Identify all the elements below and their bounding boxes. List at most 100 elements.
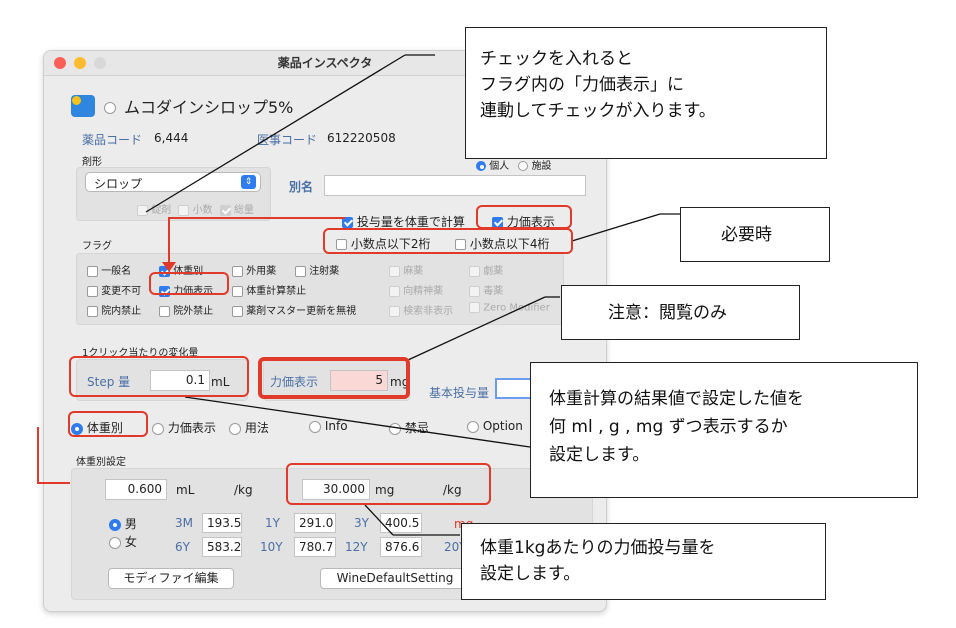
tab-usage-radio[interactable] <box>229 422 241 435</box>
leader-line <box>407 296 546 361</box>
flag-checkbox[interactable] <box>469 265 480 277</box>
flag-checkbox[interactable] <box>232 305 243 317</box>
age-label: 20Y <box>444 540 467 554</box>
drug-select-radio[interactable] <box>104 101 116 114</box>
drug-code-label: 薬品コード <box>82 133 143 147</box>
tab-weight-radio[interactable] <box>71 422 83 435</box>
tab-option-radio[interactable] <box>467 420 479 433</box>
flag-ignore-master-update: 薬剤マスター更新を無視 <box>232 302 356 317</box>
target-individual-radio[interactable] <box>476 161 486 171</box>
flag-checkbox[interactable] <box>87 305 98 317</box>
flag-powerful: 劇薬 <box>469 262 503 277</box>
highlight-decimals <box>323 228 573 254</box>
highlight-flag-potency <box>149 272 229 295</box>
red-arrow-line <box>168 217 345 265</box>
decimal4-checkbox[interactable] <box>455 239 466 250</box>
age-label: 3M <box>175 516 193 530</box>
flag-checkbox[interactable] <box>295 265 306 277</box>
yellow-dot-icon <box>72 96 81 105</box>
close-button[interactable] <box>54 57 66 69</box>
flag-checkbox[interactable] <box>469 285 480 297</box>
flag-checkbox[interactable] <box>232 285 243 297</box>
base-dose-label: 基本投与量 <box>429 386 490 400</box>
flag-checkbox[interactable] <box>159 305 170 317</box>
age-dose-input[interactable]: 583.2 <box>202 537 242 557</box>
flag-no-weight-calc: 体重計算禁止 <box>232 282 306 297</box>
tab-info-radio[interactable] <box>309 420 321 433</box>
drug-name: ムコダインシロップ5% <box>124 98 294 117</box>
age-dose-input[interactable]: 780.7 <box>294 537 336 557</box>
weight-calc-checkbox[interactable] <box>342 217 353 228</box>
age-label: 12Y <box>345 540 368 554</box>
weight-ml-input[interactable]: 0.600 <box>105 479 167 500</box>
weight-ml-per-kg: /kg <box>234 483 253 497</box>
tab-option[interactable]: Option <box>467 419 523 433</box>
highlight-potency <box>476 205 572 229</box>
weight-ml-unit: mL <box>176 483 195 497</box>
form-options: 錠剤 小数 総量 <box>137 201 254 216</box>
highlight-weight-tab <box>68 411 148 437</box>
flag-zero-modifier: Zero Modifier <box>469 302 550 314</box>
tab-potency[interactable]: 力価表示 <box>152 419 216 436</box>
zoom-button[interactable] <box>94 57 106 69</box>
age-dose-input[interactable]: 400.5 <box>380 513 422 533</box>
flag-checkbox[interactable] <box>389 265 400 277</box>
form-option-checkbox[interactable] <box>178 204 190 216</box>
form-option-checkbox[interactable] <box>219 204 231 216</box>
tab-info[interactable]: Info <box>309 419 348 433</box>
step-group: Step 量 0.1 mL <box>76 359 248 401</box>
step-input[interactable]: 0.1 <box>150 370 210 391</box>
flag-checkbox[interactable] <box>87 285 98 297</box>
sex-female[interactable]: 女 <box>109 533 137 550</box>
flag-checkbox[interactable] <box>469 302 480 313</box>
target-facility-radio[interactable] <box>518 161 529 171</box>
age-dose-input[interactable]: 291.0 <box>294 513 336 533</box>
minimize-button[interactable] <box>74 57 86 69</box>
flags-section-label: フラグ <box>82 241 112 252</box>
flag-checkbox[interactable] <box>232 265 243 277</box>
flag-generic: 一般名 <box>87 262 131 277</box>
target-radio-group: 個人 施設 <box>476 157 552 172</box>
weight-section-label: 体重別設定 <box>76 457 126 468</box>
drug-color-icon[interactable] <box>71 95 95 117</box>
step-unit: mL <box>211 375 230 389</box>
flag-potency: 力価表示 <box>159 282 213 297</box>
rezept-code-label: 医事コード <box>257 133 318 147</box>
age-dose-input[interactable]: 193.5 <box>202 513 242 533</box>
tab-usage[interactable]: 用法 <box>229 419 269 436</box>
flag-checkbox[interactable] <box>389 305 400 317</box>
modify-edit-button[interactable]: モディファイ編集 <box>108 568 234 589</box>
decimal2-checkbox[interactable] <box>336 239 347 250</box>
note-when-needed: 必要時 <box>680 207 830 262</box>
leader-line <box>571 213 661 242</box>
potency-step-label: 力価表示 <box>270 375 319 389</box>
form-group: シロップ ⇕ 錠剤 小数 総量 <box>76 167 271 221</box>
form-option-checkbox[interactable] <box>137 204 148 216</box>
tab-weight[interactable]: 体重別 <box>71 419 123 436</box>
weight-mg-per-kg: /kg <box>443 483 462 497</box>
flag-checkbox[interactable] <box>389 285 400 297</box>
click-section-label: 1クリック当たりの変化量 <box>82 348 199 359</box>
alias-input[interactable] <box>324 175 586 196</box>
sex-female-radio[interactable] <box>109 536 121 549</box>
tab-potency-radio[interactable] <box>152 422 164 435</box>
leader-line <box>184 396 531 448</box>
note-step-display: 体重計算の結果値で設定した値を 何 ml , g , mg ずつ表示するか 設定… <box>530 362 918 498</box>
drug-code-value: 6,444 <box>154 131 189 145</box>
flag-no-change: 変更不可 <box>87 282 141 297</box>
leader-line <box>364 504 394 536</box>
flag-checkbox[interactable] <box>87 265 98 277</box>
flag-hide-search: 検索非表示 <box>389 302 453 317</box>
sex-male[interactable]: 男 <box>109 515 137 532</box>
setting-select[interactable]: WineDefaultSetting <box>320 568 470 589</box>
flag-checkbox[interactable] <box>159 285 170 297</box>
form-select[interactable]: シロップ ⇕ <box>85 172 261 192</box>
weight-mg-input[interactable]: 30.000 <box>302 479 370 500</box>
decimal2-option: 小数点以下2桁 <box>336 235 430 252</box>
flags-group: 一般名 体重別 外用薬 注射薬 麻薬 劇薬 変更不可 力価表示 体重計算禁止 向… <box>76 253 564 325</box>
age-dose-input[interactable]: 876.6 <box>380 537 422 557</box>
sex-male-radio[interactable] <box>109 518 121 531</box>
form-section-label: 剤形 <box>82 157 102 168</box>
flag-no-inhouse: 院内禁止 <box>87 302 141 317</box>
